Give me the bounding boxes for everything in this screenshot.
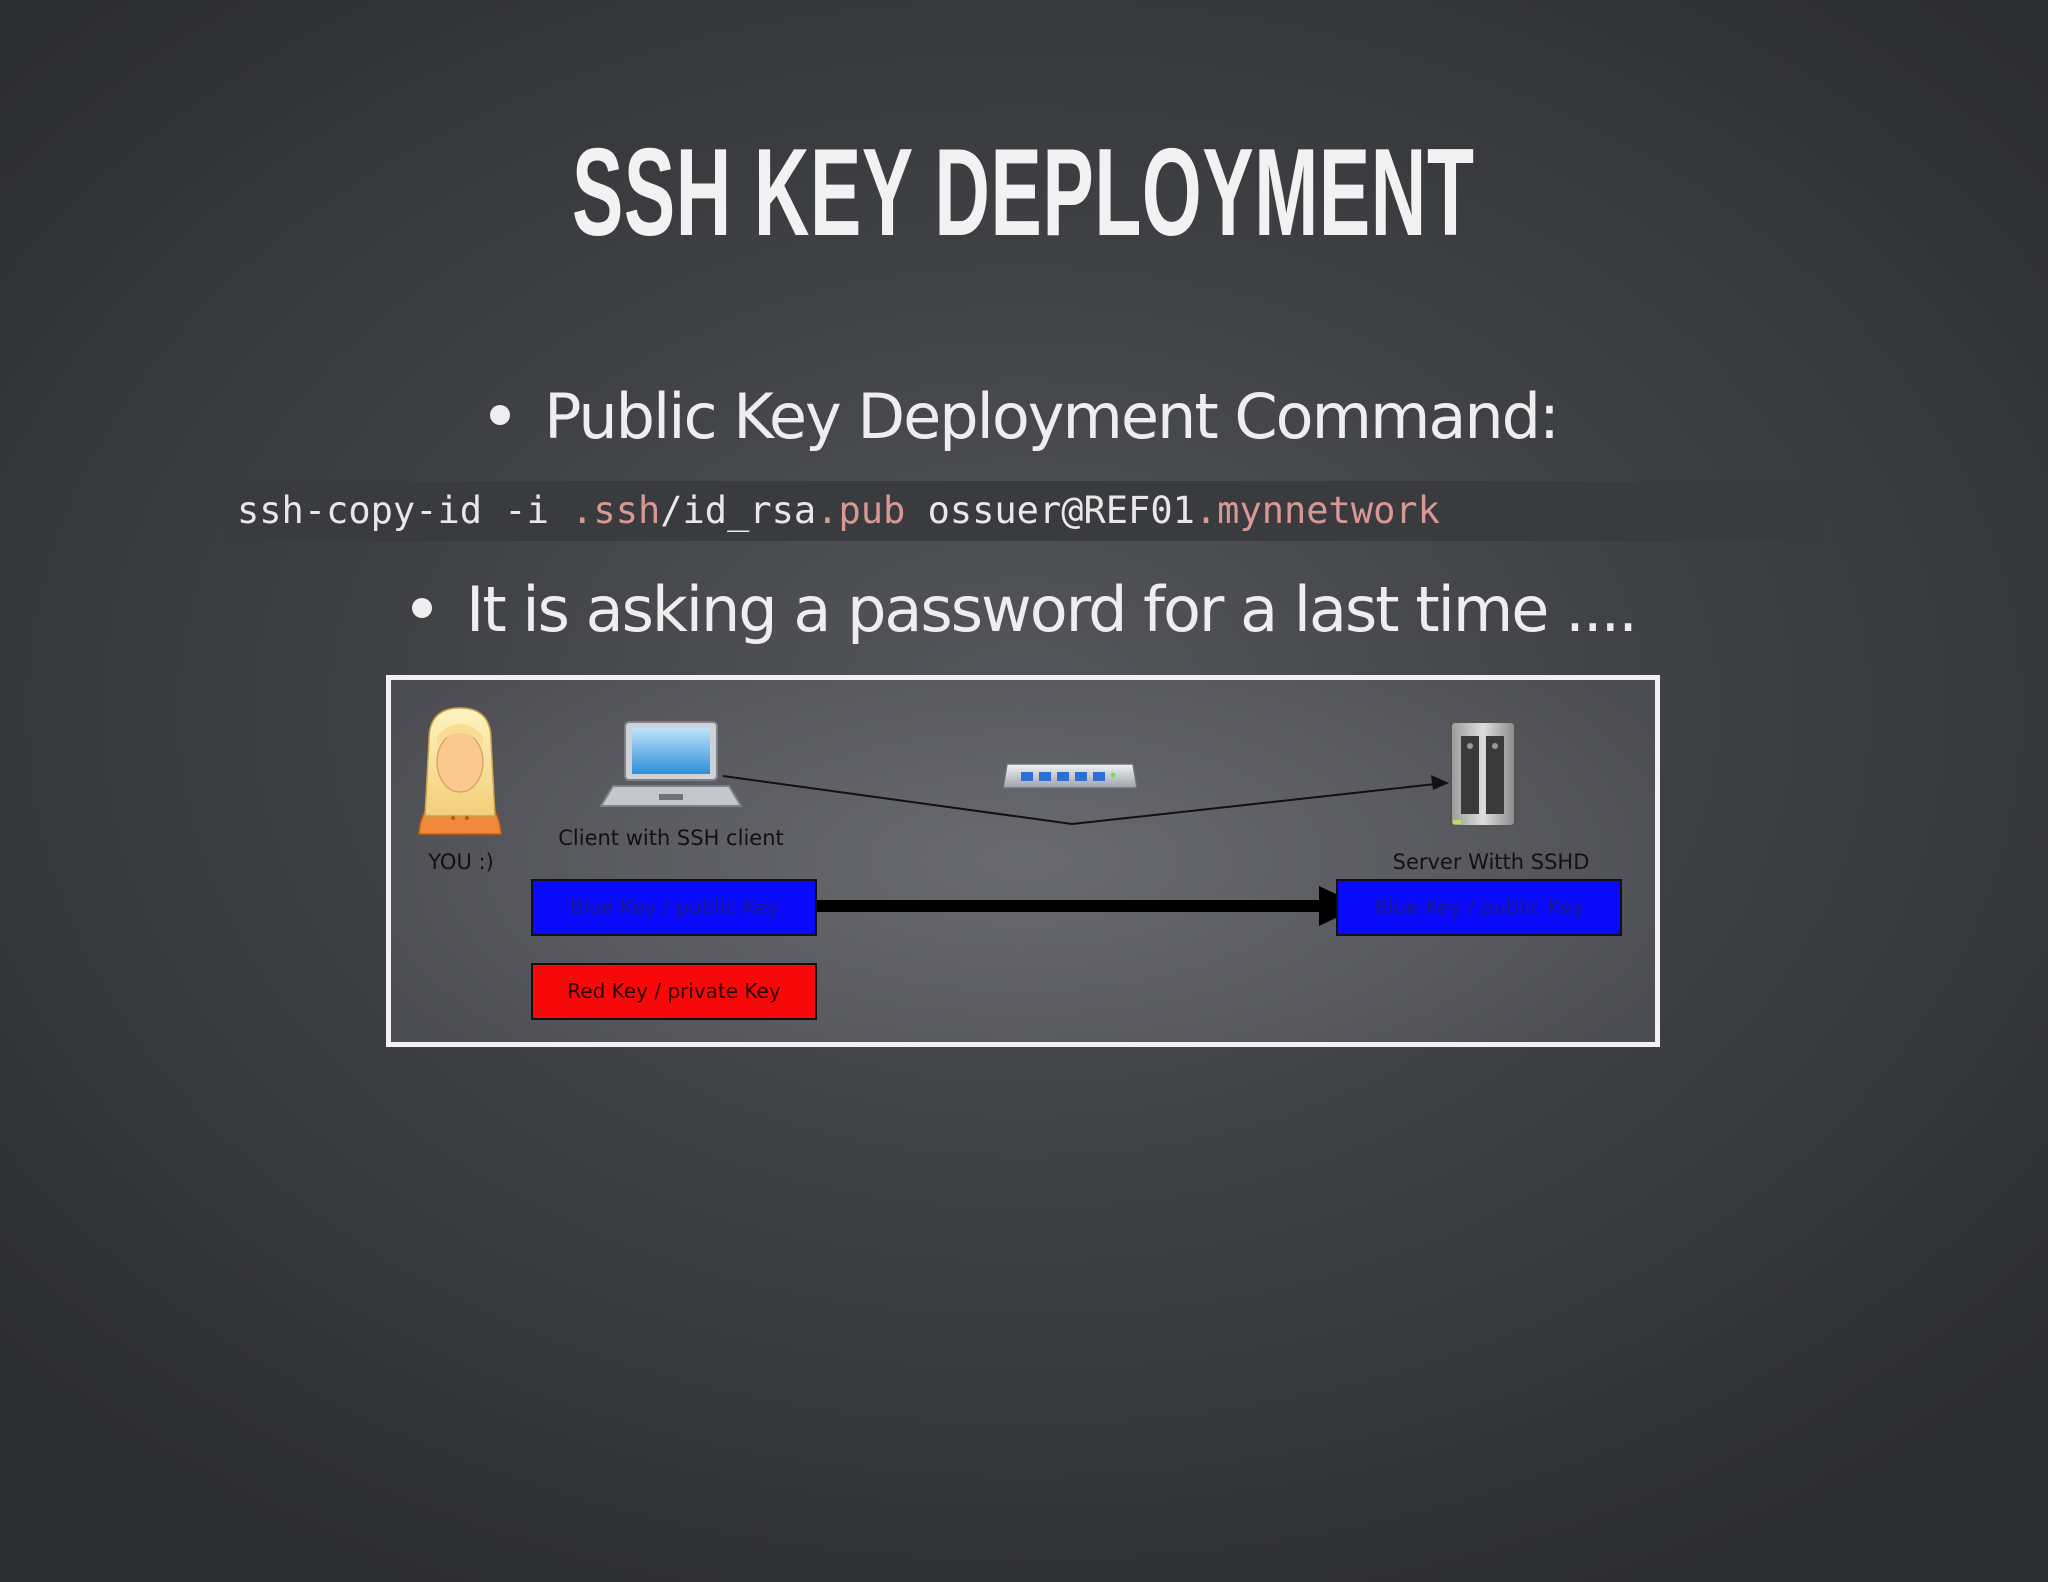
server-label: Server Witth SSHD <box>1392 850 1590 874</box>
bullet-dot-icon <box>490 404 511 425</box>
code-token-highlight: .mynnetwork <box>1194 489 1440 532</box>
user-label: YOU :) <box>428 850 494 874</box>
bullet-public-key-command: Public Key Deployment Command: <box>0 377 2048 457</box>
bullet-text: It is asking a password for a last time … <box>466 573 1638 646</box>
network-connection-line <box>722 775 1449 826</box>
code-token: /id_rsa <box>660 489 817 532</box>
client-label: Client with SSH client <box>558 826 784 850</box>
code-token: ossuer@REF01 <box>905 489 1195 532</box>
client-public-key-box: Blue Key / public Key <box>531 879 817 936</box>
code-token-highlight: .ssh <box>571 489 661 532</box>
client-private-key-box: Red Key / private Key <box>531 963 817 1020</box>
server-icon <box>1450 721 1516 827</box>
code-token: ssh-copy-id -i <box>237 489 572 532</box>
laptop-icon <box>599 721 743 807</box>
user-icon <box>418 707 502 835</box>
ssh-key-diagram: YOU :) Client with SSH client Server Wit… <box>386 675 1660 1047</box>
bullet-text: Public Key Deployment Command: <box>544 380 1560 453</box>
diagram-graphics <box>418 707 1516 926</box>
network-switch-icon <box>1002 763 1138 789</box>
code-token-highlight: .pub <box>816 489 906 532</box>
bullet-password-last-time: It is asking a password for a last time … <box>0 570 2048 650</box>
slide-title: SSH KEY DEPLOYMENT <box>571 124 1475 262</box>
bullet-dot-icon <box>412 597 433 618</box>
key-exchange-arrow <box>727 886 1361 926</box>
command-code-block: ssh-copy-id -i .ssh/id_rsa.pub ossuer@RE… <box>226 481 1822 541</box>
server-public-key-box: Blue Key / public Key <box>1336 879 1622 936</box>
